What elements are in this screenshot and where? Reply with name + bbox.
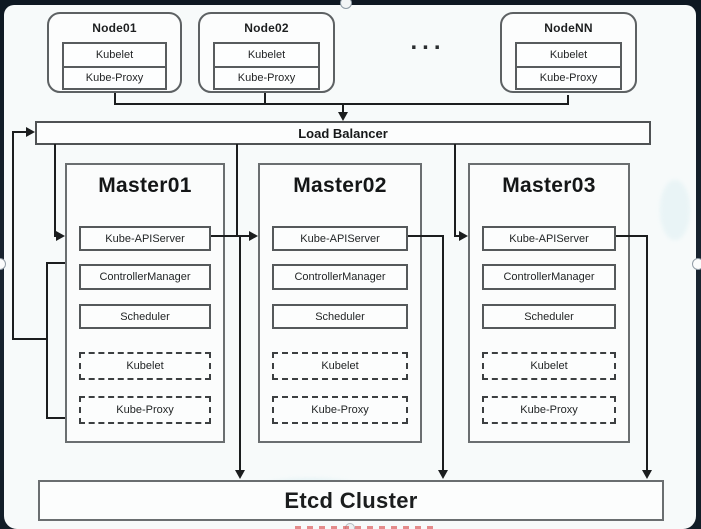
- watermark-cutoff: [295, 526, 433, 529]
- node-components-box: Kubelet Kube-Proxy: [213, 42, 320, 90]
- node-title: Node02: [244, 21, 289, 35]
- kube-proxy-box: Kube-Proxy: [79, 396, 211, 424]
- scheduler-box: Scheduler: [482, 304, 616, 329]
- kubelet-box: Kubelet: [247, 49, 286, 61]
- kubelet-box: Kubelet: [482, 352, 616, 380]
- master-box-03: Master03 Kube-APIServer ControllerManage…: [468, 163, 630, 443]
- node-components-box: Kubelet Kube-Proxy: [515, 42, 622, 90]
- selection-handle-right[interactable]: [692, 258, 701, 270]
- more-nodes-ellipsis: ...: [410, 28, 446, 55]
- etcd-cluster-label: Etcd Cluster: [284, 487, 418, 513]
- etcd-cluster-bar: Etcd Cluster: [38, 480, 664, 521]
- master-box-02: Master02 Kube-APIServer ControllerManage…: [258, 163, 422, 443]
- scheduler-box: Scheduler: [272, 304, 408, 329]
- node-title: Node01: [92, 21, 137, 35]
- controller-manager-box: ControllerManager: [482, 264, 616, 290]
- kube-proxy-box: Kube-Proxy: [517, 66, 620, 88]
- master-box-01: Master01 Kube-APIServer ControllerManage…: [65, 163, 225, 443]
- kube-proxy-box: Kube-Proxy: [482, 396, 616, 424]
- kube-proxy-box: Kube-Proxy: [215, 66, 318, 88]
- kube-proxy-box: Kube-Proxy: [64, 66, 165, 88]
- selection-handle-top[interactable]: [340, 0, 352, 9]
- node-group-nodenn: NodeNN Kubelet Kube-Proxy: [500, 12, 637, 93]
- controller-manager-box: ControllerManager: [79, 264, 211, 290]
- node-components-box: Kubelet Kube-Proxy: [62, 42, 167, 90]
- kubelet-box: Kubelet: [549, 49, 588, 61]
- load-balancer-label: Load Balancer: [298, 125, 388, 141]
- jpeg-smudge: [660, 180, 690, 240]
- node-title: NodeNN: [544, 21, 593, 35]
- kube-apiserver-box: Kube-APIServer: [79, 226, 211, 251]
- kube-apiserver-box: Kube-APIServer: [482, 226, 616, 251]
- kubelet-box: Kubelet: [79, 352, 211, 380]
- node-group-node01: Node01 Kubelet Kube-Proxy: [47, 12, 182, 93]
- load-balancer-bar: Load Balancer: [35, 121, 651, 145]
- master-title: Master01: [98, 174, 192, 197]
- kube-proxy-box: Kube-Proxy: [272, 396, 408, 424]
- scheduler-box: Scheduler: [79, 304, 211, 329]
- kube-apiserver-box: Kube-APIServer: [272, 226, 408, 251]
- kubelet-box: Kubelet: [95, 49, 134, 61]
- master-title: Master02: [293, 174, 387, 197]
- controller-manager-box: ControllerManager: [272, 264, 408, 290]
- kubelet-box: Kubelet: [272, 352, 408, 380]
- node-group-node02: Node02 Kubelet Kube-Proxy: [198, 12, 335, 93]
- master-title: Master03: [502, 174, 596, 197]
